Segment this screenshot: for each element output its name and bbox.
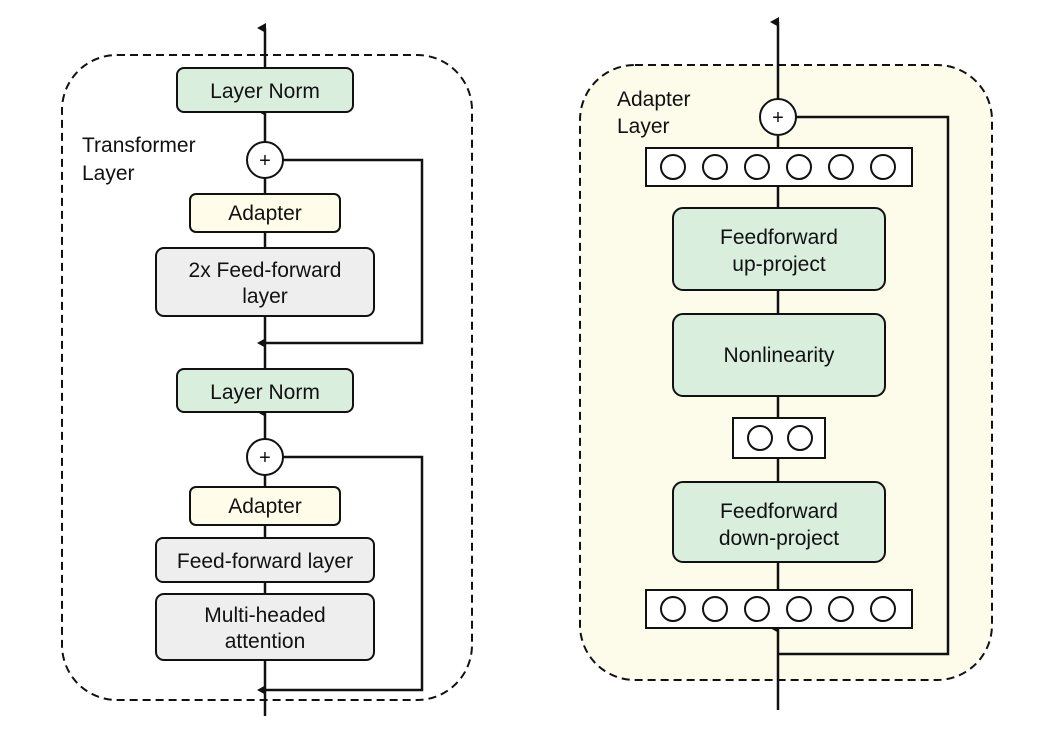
residual-sum-bottom-symbol: + [259, 447, 271, 469]
neuron-unit [870, 596, 896, 622]
residual-sum-top-symbol: + [259, 150, 271, 172]
neuron-unit [747, 425, 773, 451]
neuron-unit [828, 596, 854, 622]
layer-norm-bottom: Layer Norm [176, 368, 354, 413]
feedforward-up-project: Feedforward up-project [672, 207, 886, 291]
transformer-layer-boundary [61, 54, 473, 701]
adapter-top: Adapter [189, 193, 341, 233]
feed-forward-layer-label: Feed-forward layer [177, 550, 353, 573]
feedforward-up-project-label-line2: up-project [732, 253, 826, 276]
adapter-top-label: Adapter [228, 202, 302, 225]
adapter-bottom: Adapter [189, 486, 341, 526]
adapter-connectors [770, 17, 950, 710]
feed-forward-2x: 2x Feed-forward layer [155, 247, 375, 317]
feedforward-down-project: Feedforward down-project [672, 481, 886, 563]
residual-sum-bottom: + [246, 438, 284, 476]
neuron-unit [660, 596, 686, 622]
multi-headed-attention: Multi-headed attention [155, 593, 375, 661]
neuron-unit [870, 154, 896, 180]
neuron-unit [702, 154, 728, 180]
feed-forward-2x-label-line1: 2x Feed-forward [189, 259, 342, 282]
neuron-unit [744, 154, 770, 180]
adapter-bottom-label: Adapter [228, 495, 302, 518]
neuron-unit [744, 596, 770, 622]
bottleneck-neuron-vector [732, 417, 826, 459]
neuron-unit [786, 596, 812, 622]
adapter-layer-title-line1: Adapter [617, 88, 691, 111]
adapter-layer-panel: Adapter Layer + [579, 17, 993, 710]
neuron-unit [828, 154, 854, 180]
transformer-connectors [257, 23, 424, 716]
input-neuron-vector [645, 589, 913, 629]
residual-sum-top: + [246, 141, 284, 179]
neuron-unit [660, 154, 686, 180]
transformer-layer-title-line2: Layer [82, 162, 135, 185]
transformer-layer-panel: Transformer Layer Layer Norm [61, 23, 473, 716]
adapter-residual-sum: + [759, 98, 797, 136]
nonlinearity-label: Nonlinearity [724, 344, 835, 367]
layer-norm-bottom-label: Layer Norm [210, 381, 320, 404]
multi-headed-attention-label-line2: attention [225, 630, 306, 653]
neuron-unit [786, 154, 812, 180]
adapter-layer-title-line2: Layer [617, 115, 670, 138]
neuron-unit [702, 596, 728, 622]
feedforward-up-project-label-line1: Feedforward [720, 226, 838, 249]
transformer-layer-title-line1: Transformer [82, 134, 196, 157]
adapter-residual-sum-symbol: + [772, 107, 784, 129]
feedforward-down-project-label-line1: Feedforward [720, 500, 838, 523]
nonlinearity: Nonlinearity [672, 313, 886, 397]
feed-forward-2x-label-line2: layer [242, 285, 288, 308]
layer-norm-top: Layer Norm [176, 67, 354, 113]
neuron-unit [787, 425, 813, 451]
multi-headed-attention-label-line1: Multi-headed [204, 604, 325, 627]
layer-norm-top-label: Layer Norm [210, 80, 320, 103]
feedforward-down-project-label-line2: down-project [719, 527, 839, 550]
output-neuron-vector [645, 147, 913, 187]
feed-forward-layer: Feed-forward layer [155, 537, 375, 583]
